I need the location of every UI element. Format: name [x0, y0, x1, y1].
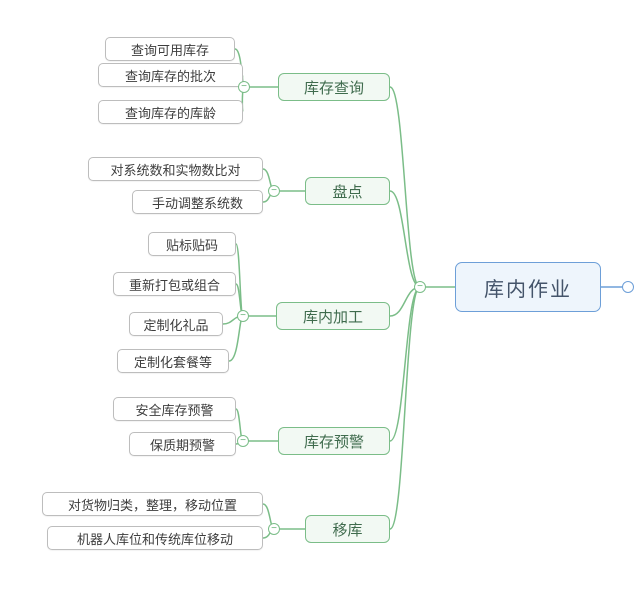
collapse-button-relocation[interactable]: −	[268, 523, 280, 535]
collapse-button-stocktaking[interactable]: −	[268, 185, 280, 197]
connector-branch-leaf	[235, 243, 244, 317]
leaf-node-manual-adjust-system[interactable]: 手动调整系统数	[132, 190, 263, 214]
branch-node-inventory-alert[interactable]: 库存预警	[278, 427, 390, 455]
branch-node-processing[interactable]: 库内加工	[276, 302, 390, 330]
leaf-node-sort-organize-move[interactable]: 对货物归类，整理，移动位置	[42, 492, 263, 516]
leaf-node-safety-stock-alert[interactable]: 安全库存预警	[113, 397, 236, 421]
leaf-node-compare-system-physical[interactable]: 对系统数和实物数比对	[88, 157, 263, 181]
leaf-node-query-stock-age[interactable]: 查询库存的库龄	[98, 100, 243, 124]
leaf-node-query-stock-batch[interactable]: 查询库存的批次	[98, 63, 243, 87]
connector-root-branch	[389, 286, 421, 442]
connector-root-branch	[389, 86, 421, 288]
collapse-button-inventory-alert[interactable]: −	[237, 435, 249, 447]
leaf-node-robot-slot-move[interactable]: 机器人库位和传统库位移动	[47, 526, 263, 550]
root-node-warehouse-operations[interactable]: 库内作业	[455, 262, 601, 312]
connector-branch-leaf	[228, 315, 244, 362]
connector-root-branch	[389, 286, 421, 530]
leaf-node-labeling[interactable]: 贴标贴码	[148, 232, 236, 256]
branch-node-relocation[interactable]: 移库	[305, 515, 390, 543]
leaf-node-custom-bundle[interactable]: 定制化套餐等	[117, 349, 229, 373]
collapse-button-processing[interactable]: −	[237, 310, 249, 322]
leaf-node-custom-gift[interactable]: 定制化礼品	[129, 312, 223, 336]
root-expand-handle[interactable]	[622, 281, 634, 293]
leaf-node-repack-combine[interactable]: 重新打包或组合	[113, 272, 236, 296]
branch-node-stocktaking[interactable]: 盘点	[305, 177, 390, 205]
collapse-button-inventory-query[interactable]: −	[238, 81, 250, 93]
branch-node-inventory-query[interactable]: 库存查询	[278, 73, 390, 101]
collapse-button-root[interactable]: −	[414, 281, 426, 293]
leaf-node-shelf-life-alert[interactable]: 保质期预警	[129, 432, 236, 456]
leaf-node-query-available-stock[interactable]: 查询可用库存	[105, 37, 235, 61]
connector-root-branch	[389, 190, 421, 288]
